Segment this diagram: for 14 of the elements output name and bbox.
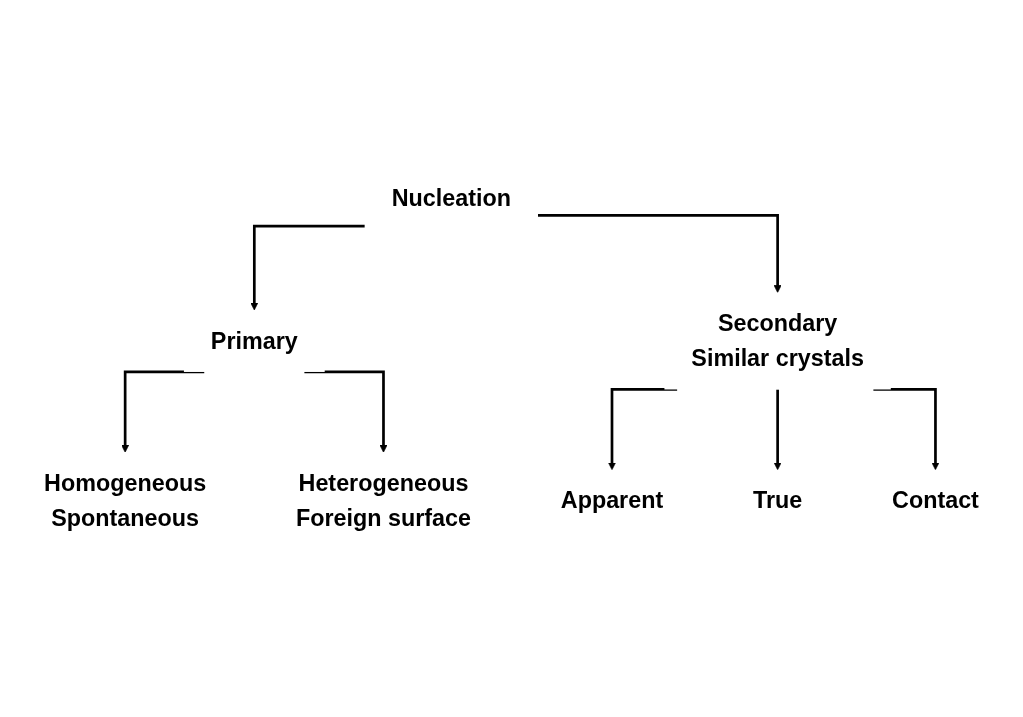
node-text: Contact	[892, 486, 979, 514]
arrow	[250, 224, 365, 311]
node-text: Heterogeneous Foreign surface	[295, 469, 472, 532]
arrow	[121, 370, 205, 453]
arrow	[304, 370, 388, 453]
node-text: Apparent	[560, 486, 664, 514]
node-text: Nucleation	[391, 184, 512, 212]
arrow	[873, 388, 940, 471]
node-text: Secondary Similar crystals	[691, 309, 864, 372]
node-text: Homogeneous Spontaneous	[44, 469, 207, 532]
arrow	[773, 388, 782, 471]
arrow	[608, 388, 678, 471]
node-text: True	[752, 486, 803, 514]
arrow	[537, 213, 782, 293]
